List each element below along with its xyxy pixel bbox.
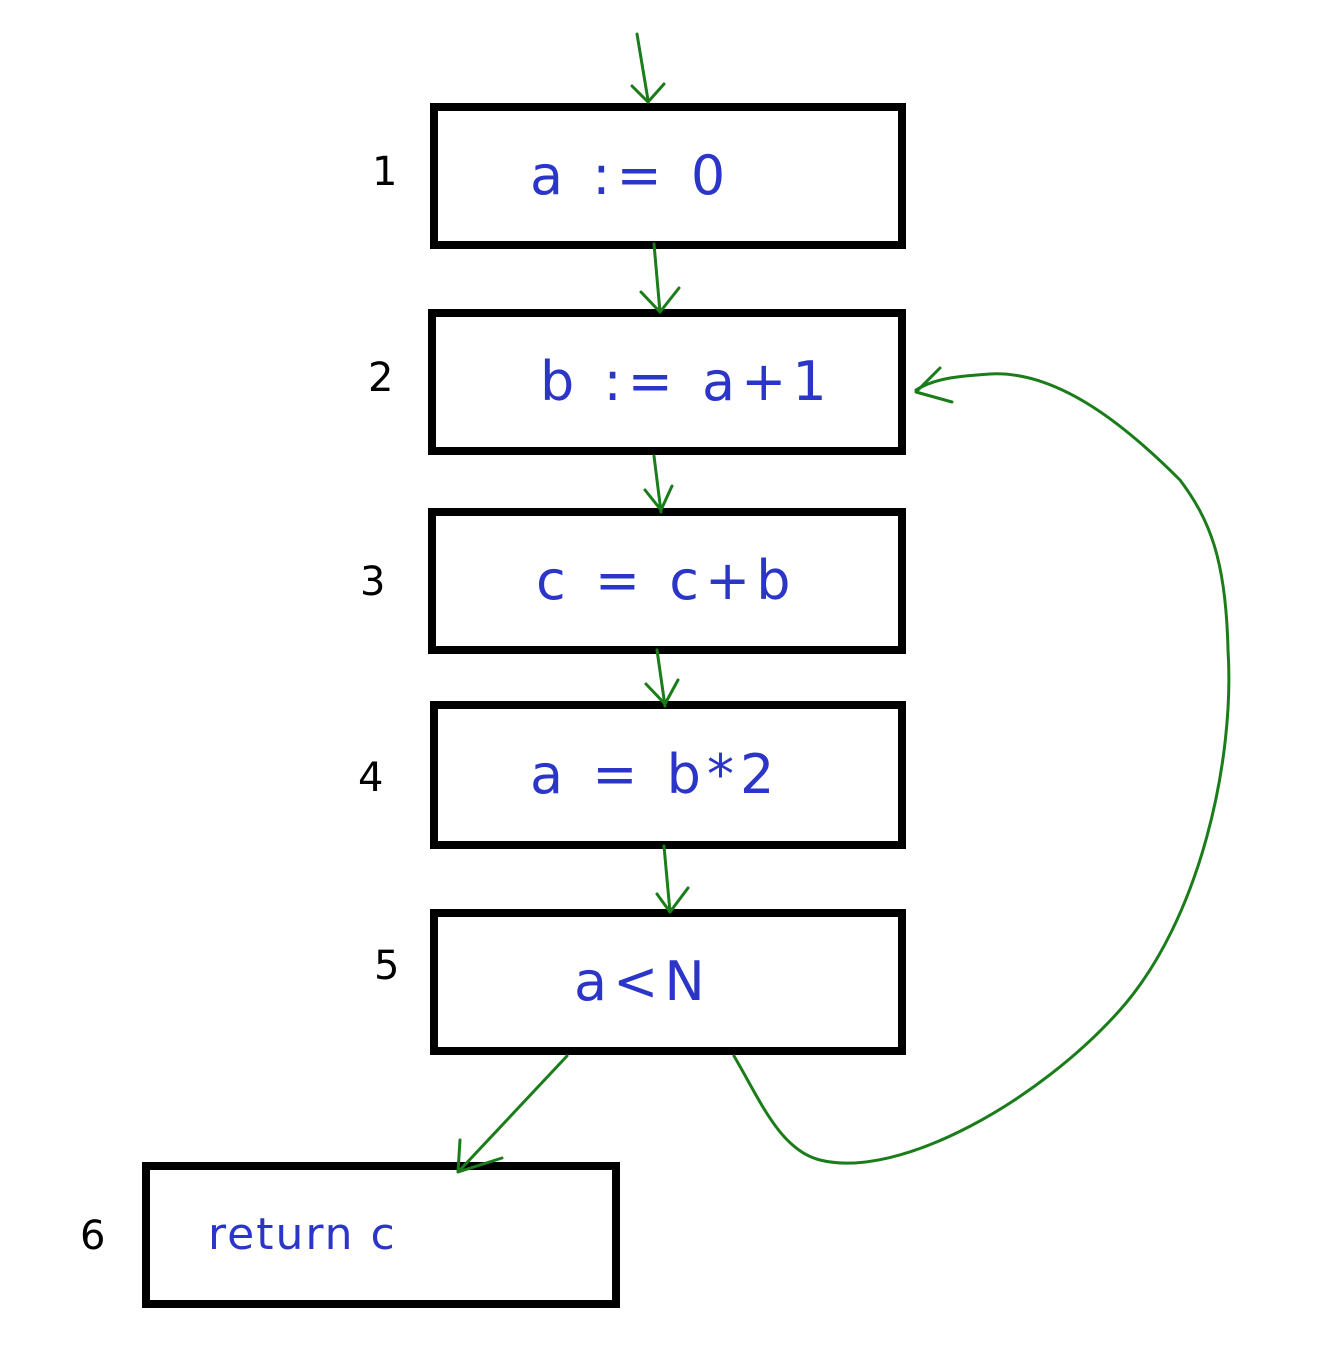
edge-3-to-4 <box>644 648 680 708</box>
block-label-3: 3 <box>360 559 386 605</box>
edge-4-to-5 <box>655 844 690 914</box>
block-5-code: a<N <box>574 950 711 1013</box>
edge-5-to-6 <box>456 1054 569 1174</box>
block-label-5: 5 <box>374 943 400 989</box>
block-4-code: a = b*2 <box>530 743 781 806</box>
block-2: b := a+1 <box>428 309 906 455</box>
block-label-6: 6 <box>80 1213 106 1259</box>
block-label-4: 4 <box>358 755 384 801</box>
block-label-2: 2 <box>368 355 394 401</box>
block-6-code: return c <box>208 1209 397 1260</box>
edge-1-to-2 <box>639 242 681 314</box>
block-4: a = b*2 <box>430 701 906 849</box>
block-2-code: b := a+1 <box>540 350 833 413</box>
edge-group <box>456 32 1231 1174</box>
block-3-code: c = c+b <box>536 549 797 612</box>
edge-5-to-2-loop <box>732 372 1231 1165</box>
edge-entry-to-1 <box>630 32 666 104</box>
edge-5-to-2-arrowhead <box>914 366 954 404</box>
edge-2-to-3 <box>643 454 674 514</box>
block-5: a<N <box>430 909 906 1055</box>
block-1-code: a := 0 <box>530 144 732 207</box>
block-6: return c <box>142 1162 620 1308</box>
block-3: c = c+b <box>428 508 906 654</box>
block-1: a := 0 <box>430 103 906 249</box>
block-label-1: 1 <box>372 149 398 195</box>
